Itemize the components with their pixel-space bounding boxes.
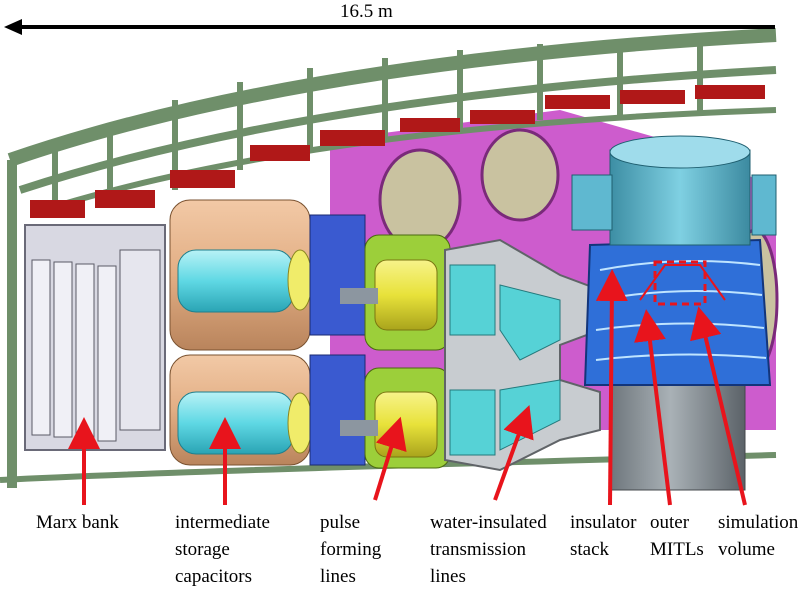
label-simulation-volume: simulation volume — [718, 509, 798, 563]
label-line: Marx bank — [36, 512, 119, 533]
marx-bank — [24, 224, 166, 451]
label-line: capacitors — [175, 566, 253, 587]
arrow-simulation-volume — [690, 306, 747, 506]
label-insulator-stack: insulator stack — [570, 509, 637, 563]
label-line: storage — [175, 539, 230, 560]
label-storage-capacitors: intermediate storage capacitors — [175, 509, 270, 590]
label-arrows — [68, 269, 747, 506]
arrow-pulse-forming — [373, 416, 407, 501]
label-outer-mitls: outer MITLs — [650, 509, 704, 563]
center-section — [571, 135, 777, 491]
label-marx-bank: Marx bank — [36, 509, 119, 536]
label-line: intermediate — [175, 512, 270, 533]
label-line: volume — [718, 539, 775, 560]
arrow-transmission — [493, 404, 534, 501]
label-line: insulator — [570, 512, 637, 533]
label-line: lines — [320, 566, 356, 587]
dimension-label: 16.5 m — [340, 1, 393, 22]
label-line: MITLs — [650, 539, 704, 560]
label-line: outer — [650, 512, 690, 533]
label-pulse-forming-lines: pulse forming lines — [320, 509, 381, 590]
label-line: pulse — [320, 512, 361, 533]
arrow-insulator-stack — [595, 269, 628, 506]
label-line: forming — [320, 539, 382, 560]
transmission-lines — [444, 238, 601, 472]
label-line: transmission — [430, 539, 527, 560]
arrow-outer-mitls — [634, 309, 672, 506]
label-line: stack — [570, 539, 610, 560]
storage-capacitors — [169, 199, 366, 466]
label-transmission-lines: water-insulated transmission lines — [430, 509, 547, 590]
label-line: water-insulated — [430, 512, 547, 533]
label-line: lines — [430, 566, 466, 587]
dimension-arrow — [4, 19, 775, 35]
label-line: simulation — [718, 512, 799, 533]
